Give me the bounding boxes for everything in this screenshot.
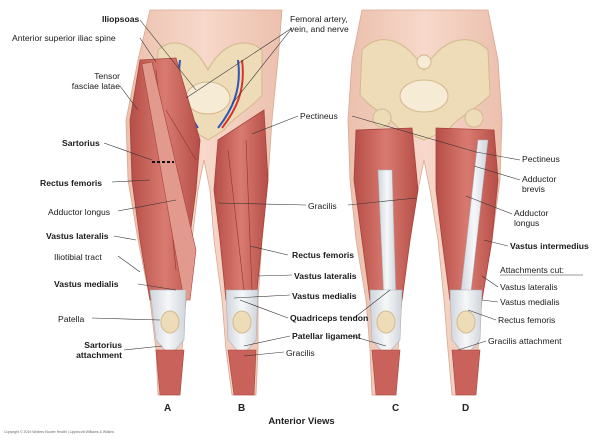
label-vastus-lateralis-left: Vastus lateralis — [46, 231, 109, 241]
leader-vastus-lat-right — [481, 275, 499, 288]
leader-iliopsoas — [139, 19, 197, 91]
leader-adductor-brevis — [473, 165, 521, 181]
label-pectineus-mid: Pectineus — [300, 111, 338, 121]
leader-patellar-l — [243, 335, 291, 347]
label-gracilis-bottom: Gracilis — [286, 348, 315, 358]
label-vastus-medialis-left: Vastus medialis — [54, 279, 119, 289]
leader-gracilis-mid-r — [347, 197, 417, 206]
leader-asis — [139, 37, 157, 63]
label-iliotibial: Iliotibial tract — [54, 252, 102, 262]
copyright-notice: Copyright © 2019 Wolters Kluwer Health |… — [4, 430, 115, 434]
panel-letter-b: B — [238, 403, 246, 414]
leader-iliotibial — [117, 255, 141, 273]
leader-rectus-left — [111, 179, 151, 183]
label-adductor-brevis: Adductor brevis — [522, 174, 557, 194]
leader-quad-tendon-r — [353, 289, 391, 319]
label-patellar-ligament: Patellar ligament — [292, 331, 361, 341]
label-tensor: Tensor fasciae latae — [71, 71, 120, 91]
label-vastus-intermedius: Vastus intermedius — [510, 241, 589, 251]
label-vastus-lateralis-mid: Vastus lateralis — [294, 271, 357, 281]
leader-gracilis-bottom — [243, 351, 285, 357]
figure-ab — [125, 9, 283, 396]
panel-letter-c: C — [392, 403, 400, 414]
label-adductor-longus-left: Adductor longus — [48, 207, 111, 217]
leader-sartorius-att — [123, 345, 163, 351]
label-femoral: Femoral artery, vein, and nerve — [290, 14, 349, 34]
leader-gracilis-mid-l — [217, 202, 307, 206]
label-rectus-femoris-left: Rectus femoris — [40, 178, 103, 188]
label-rectus-femoris-mid: Rectus femoris — [292, 250, 355, 260]
sartorius-band — [141, 61, 197, 301]
figure-cd — [347, 9, 503, 396]
label-iliopsoas: Iliopsoas — [102, 14, 140, 24]
patella-b — [232, 310, 252, 334]
label-sartorius-attachment: Sartorius attachment — [76, 340, 122, 360]
leader-vastus-lat-left — [113, 235, 137, 241]
leader-sartorius — [103, 142, 153, 161]
leader-vastus-med-right — [481, 299, 499, 303]
leader-vastus-lat-mid — [257, 274, 293, 277]
label-rectus-femoris-right: Rectus femoris — [498, 315, 556, 325]
leader-quad-tendon-l — [239, 299, 289, 319]
leader-adductor-longus-right — [465, 195, 513, 215]
leader-pectineus-mid — [251, 115, 299, 135]
label-quadriceps-tendon: Quadriceps tendon — [290, 313, 369, 323]
leader-pectineus-right — [351, 115, 477, 153]
patella-a — [160, 310, 180, 334]
leader-rectus-mid — [249, 245, 289, 256]
label-patella: Patella — [58, 314, 85, 324]
leader-lines — [91, 19, 583, 357]
label-vastus-medialis-mid: Vastus medialis — [292, 291, 357, 301]
leader-vastus-med-left — [137, 283, 177, 291]
figure-caption: Anterior Views — [268, 416, 335, 427]
leader-rectus-right — [467, 309, 497, 321]
label-vastus-medialis-right: Vastus medialis — [500, 297, 560, 307]
label-attachments-cut: Attachments cut: — [500, 265, 565, 275]
label-vastus-lateralis-right: Vastus lateralis — [500, 282, 558, 292]
leader-patella — [91, 317, 161, 321]
leader-femoral-1 — [185, 27, 293, 99]
label-gracilis-attachment: Gracilis attachment — [488, 336, 562, 346]
panel-letter-d: D — [462, 403, 470, 414]
leader-vastus-med-mid — [233, 294, 291, 299]
leader-vastus-int — [483, 239, 509, 247]
leader-patellar-r — [351, 335, 387, 347]
label-gracilis-mid: Gracilis — [308, 201, 337, 211]
leader-femoral-2 — [231, 27, 293, 105]
label-pectineus-right: Pectineus — [522, 154, 560, 164]
label-asis: Anterior superior iliac spine — [12, 33, 116, 43]
panel-letter-a: A — [164, 403, 172, 414]
leader-pectineus-right2 — [475, 151, 521, 161]
leader-tensor — [119, 85, 139, 111]
label-sartorius: Sartorius — [62, 138, 100, 148]
label-adductor-longus-right: Adductor longus — [514, 208, 549, 228]
leader-gracilis-att — [457, 340, 487, 351]
leader-adductor-left — [117, 199, 177, 212]
